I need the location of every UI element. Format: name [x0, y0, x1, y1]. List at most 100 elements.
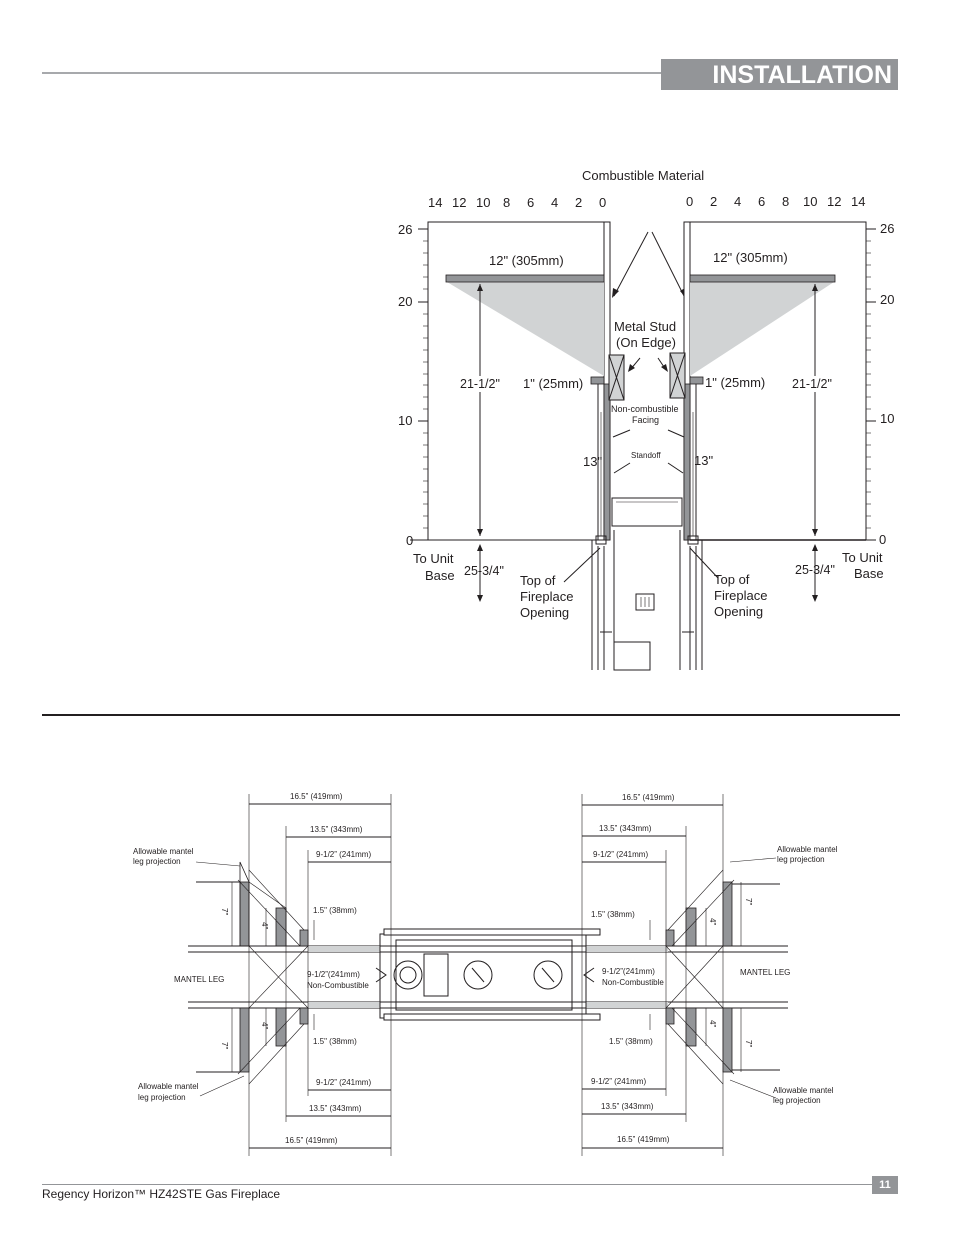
center-dim-right: 9-1/2”(241mm) [602, 967, 655, 976]
mantel-height-right: 21-1/2" [792, 377, 832, 391]
mantel-height-left: 21-1/2" [460, 377, 500, 391]
footer-product-name: Regency Horizon™ HZ42STE Gas Fireplace [42, 1187, 281, 1201]
opening-right-3: Opening [714, 604, 763, 619]
mantel-leg-right: MANTEL LEG [740, 968, 790, 977]
dim-1-5-top-left: 1.5" (38mm) [313, 906, 357, 915]
projection-tl-1: Allowable mantel [133, 847, 194, 856]
opening-right-1: Top of [714, 572, 750, 587]
svg-text:12: 12 [452, 195, 466, 210]
projection-tl-2: leg projection [133, 857, 181, 866]
projection-bl-1: Allowable mantel [138, 1082, 199, 1091]
metal-stud-right [669, 352, 686, 399]
metal-stud-label-1: Metal Stud [614, 319, 676, 334]
opening-left-1: Top of [520, 573, 556, 588]
section-divider [42, 714, 900, 716]
svg-text:10: 10 [476, 195, 490, 210]
dim-9-5-bottom-left: 9-1/2” (241mm) [316, 1078, 371, 1087]
svg-text:14: 14 [851, 194, 865, 209]
page-title: INSTALLATION [712, 61, 892, 89]
projection-bl-2: leg projection [138, 1093, 186, 1102]
combustible-label: Combustible Material [582, 168, 704, 183]
noncombustible-label-2: Facing [632, 415, 659, 425]
svg-text:8: 8 [782, 194, 789, 209]
projection-br-1: Allowable mantel [773, 1086, 834, 1095]
svg-text:2: 2 [575, 195, 582, 210]
dim-7-bl: 7" [220, 1042, 229, 1049]
dim-7-br: 7" [744, 1040, 753, 1047]
non-combustible-left: Non-Combustible [307, 981, 369, 990]
projection-tr-1: Allowable mantel [777, 845, 838, 854]
svg-text:4: 4 [551, 195, 558, 210]
dim-7-tl: 7" [220, 908, 229, 915]
opening-right-2: Fireplace [714, 588, 767, 603]
dim-13-5-bottom-right: 13.5” (343mm) [601, 1102, 654, 1111]
dim-9-5-top-left: 9-1/2” (241mm) [316, 850, 371, 859]
clearance-left: 1" (25mm) [523, 376, 583, 391]
svg-text:8: 8 [503, 195, 510, 210]
right-scale-ticks [866, 228, 876, 541]
left-scale-10: 10 [398, 413, 412, 428]
base-distance-right: 25-3/4" [795, 563, 835, 577]
header-bar [661, 59, 898, 90]
dim-1-5-bottom-right: 1.5" (38mm) [609, 1037, 653, 1046]
dim-16-5-top-right: 16.5” (419mm) [622, 793, 675, 802]
left-scale-0: 0 [406, 533, 413, 548]
dim-4-tl: 4" [260, 922, 269, 929]
svg-text:14: 14 [428, 195, 442, 210]
opening-left-2: Fireplace [520, 589, 573, 604]
dim-4-tr: 4" [708, 918, 717, 925]
dim-4-br: 4" [708, 1020, 717, 1027]
svg-text:6: 6 [527, 195, 534, 210]
svg-text:12: 12 [827, 194, 841, 209]
unit-base-right-1: To Unit [842, 550, 883, 565]
dim-9-5-bottom-right: 9-1/2” (241mm) [591, 1077, 646, 1086]
unit-base-left-1: To Unit [413, 551, 454, 566]
projection-tr-2: leg projection [777, 855, 825, 864]
projection-br-2: leg projection [773, 1096, 821, 1105]
right-scale-26: 26 [880, 221, 894, 236]
non-combustible-right: Non-Combustible [602, 978, 664, 987]
svg-text:10: 10 [803, 194, 817, 209]
opening-left-3: Opening [520, 605, 569, 620]
dim-1-5-top-right: 1.5" (38mm) [591, 910, 635, 919]
mantel-leg-plan-diagram [188, 794, 788, 1156]
standoff-label: Standoff [631, 451, 661, 460]
base-distance-left: 25-3/4" [464, 564, 504, 578]
unit-base-right-2: Base [854, 566, 884, 581]
svg-text:4: 4 [734, 194, 741, 209]
noncombustible-label-1: Non-combustible [611, 404, 679, 414]
unit-base-left-2: Base [425, 568, 455, 583]
svg-text:0: 0 [599, 195, 606, 210]
footer-rule [42, 1184, 874, 1185]
svg-text:2: 2 [710, 194, 717, 209]
mantel-leg-left: MANTEL LEG [174, 975, 224, 984]
svg-text:6: 6 [758, 194, 765, 209]
dim-13-5-bottom-left: 13.5” (343mm) [309, 1104, 362, 1113]
dim-7-tr: 7" [744, 898, 753, 905]
dim-16-5-top-left: 16.5” (419mm) [290, 792, 343, 801]
clearance-right: 1" (25mm) [705, 375, 765, 390]
dim-9-5-top-right: 9-1/2” (241mm) [593, 850, 648, 859]
dim-13-5-top-right: 13.5” (343mm) [599, 824, 652, 833]
dim-4-bl: 4" [260, 1022, 269, 1029]
dim-13-5-top-left: 13.5” (343mm) [310, 825, 363, 834]
left-scale-ticks [418, 228, 428, 541]
top-scale-right: 0 2 4 6 8 10 12 14 [686, 194, 865, 209]
facing-height-left: 13" [583, 454, 602, 469]
dim-16-5-bottom-left: 16.5” (419mm) [285, 1136, 338, 1145]
dim-16-5-bottom-right: 16.5” (419mm) [617, 1135, 670, 1144]
top-scale-left: 14 12 10 8 6 4 2 0 [428, 195, 606, 210]
mantel-depth-right: 12" (305mm) [713, 250, 788, 265]
metal-stud-left [608, 354, 625, 401]
page-number-box [872, 1176, 898, 1194]
mantel-depth-left: 12" (305mm) [489, 253, 564, 268]
left-scale-20: 20 [398, 294, 412, 309]
right-scale-10: 10 [880, 411, 894, 426]
page-number: 11 [879, 1179, 891, 1191]
dim-1-5-bottom-left: 1.5" (38mm) [313, 1037, 357, 1046]
right-scale-0: 0 [879, 532, 886, 547]
svg-text:0: 0 [686, 194, 693, 209]
fireplace-unit [591, 497, 703, 671]
facing-height-right: 13" [694, 453, 713, 468]
